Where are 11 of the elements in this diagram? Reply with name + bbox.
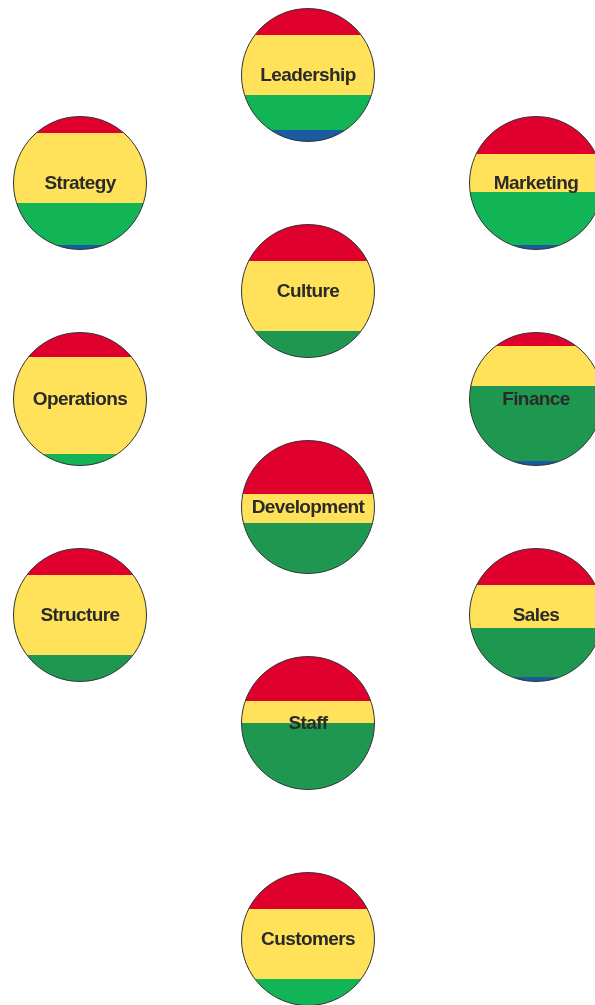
node-label: Marketing	[493, 172, 579, 194]
node-label: Leadership	[260, 64, 356, 86]
node-label: Finance	[502, 388, 570, 410]
node-label: Operations	[32, 388, 128, 410]
node-label: Customers	[261, 928, 355, 950]
node-label: Development	[251, 496, 365, 518]
node-label: Culture	[276, 280, 340, 302]
node-label: Strategy	[44, 172, 116, 194]
node-label: Sales	[512, 604, 560, 626]
node-label: Structure	[40, 604, 120, 626]
node-label: Staff	[288, 712, 328, 734]
